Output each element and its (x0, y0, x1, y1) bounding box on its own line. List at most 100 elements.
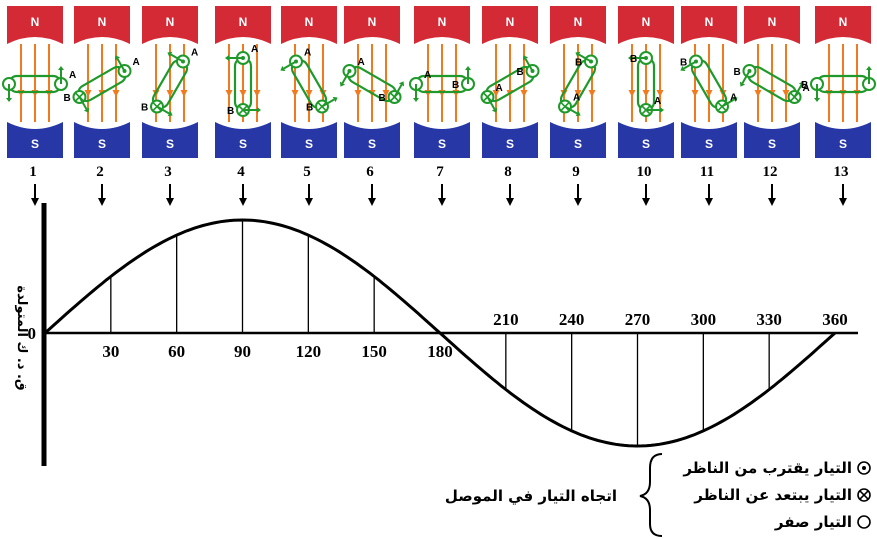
south-pole-label: S (166, 137, 174, 151)
field-arrowhead (691, 90, 699, 97)
field-arrowhead (253, 90, 261, 97)
north-pole-magnet (281, 6, 337, 44)
field-arrowhead (574, 90, 582, 97)
field-arrowhead (112, 90, 120, 97)
emf-curve (44, 218, 836, 448)
north-pole-magnet (618, 6, 674, 44)
coil-end-b-label: B (680, 57, 687, 68)
coil-end-b-label: B (63, 93, 70, 104)
legend-group-label: اتجاه التيار في الموصل (445, 487, 617, 505)
angle-tick-label: 120 (296, 342, 322, 361)
coil-position-panels: NSABNSABNSABNSABNSABNSABNSABNSABNSABNSAB… (0, 6, 876, 158)
south-pole-magnet (550, 122, 606, 158)
north-pole-label: N (705, 15, 714, 29)
force-arrow (321, 98, 335, 108)
angle-tick-label: 240 (559, 310, 585, 329)
coil-end-b-label: B (452, 80, 459, 91)
coil-end-b-label: B (630, 54, 637, 65)
north-pole-magnet (344, 6, 400, 44)
south-pole-label: S (239, 137, 247, 151)
north-pole-magnet (681, 6, 737, 44)
position-index: 9 (572, 164, 580, 180)
position-index: 6 (366, 164, 374, 180)
field-arrowhead (588, 90, 596, 97)
angle-tick-label: 210 (493, 310, 519, 329)
position-index: 4 (237, 164, 245, 180)
force-arrow (683, 60, 697, 70)
south-pole-label: S (368, 137, 376, 151)
north-pole-label: N (506, 15, 515, 29)
south-pole-magnet (344, 122, 400, 158)
north-pole-label: N (438, 15, 447, 29)
angle-tick-label: 60 (168, 342, 185, 361)
field-arrowhead (628, 90, 636, 97)
field-arrowhead (225, 90, 233, 97)
legend: اتجاه التيار في الموصل التيار يقترب من ا… (445, 453, 871, 537)
legend-brace (639, 453, 663, 537)
south-pole-label: S (305, 137, 313, 151)
force-arrow (341, 70, 351, 84)
coil-end-a-label: A (69, 70, 76, 81)
force-arrow (793, 84, 803, 98)
field-arrowhead (166, 90, 174, 97)
north-pole-label: N (166, 15, 175, 29)
dot-circle-icon (857, 461, 871, 475)
position-index: 8 (504, 164, 512, 180)
force-arrow (486, 96, 496, 110)
south-pole-magnet (281, 122, 337, 158)
position-index: 12 (763, 164, 778, 180)
legend-item-receding: التيار يبتعد عن الناظر (693, 486, 871, 504)
field-arrowhead (84, 90, 92, 97)
north-pole-magnet (414, 6, 470, 44)
north-pole-magnet (482, 6, 538, 44)
coil-end-a-label: A (304, 47, 311, 58)
coil-end-b-label: B (306, 103, 313, 114)
south-pole-label: S (31, 137, 39, 151)
north-pole-label: N (642, 15, 651, 29)
force-arrow (578, 53, 592, 63)
south-pole-label: S (839, 137, 847, 151)
coil-end-b-label: B (141, 103, 148, 114)
y-axis-title: ق. د. ك المتولدة (14, 285, 29, 390)
coil-end-a-label: A (654, 96, 661, 107)
south-pole-magnet (142, 122, 198, 158)
legend-item-label: التيار صفر (774, 513, 852, 531)
angle-tick-label: 90 (234, 342, 251, 361)
south-pole-label: S (574, 137, 582, 151)
angle-tick-label: 330 (756, 310, 782, 329)
south-pole-magnet (215, 122, 271, 158)
south-pole-magnet (815, 122, 871, 158)
force-arrow (741, 70, 751, 84)
south-pole-magnet (74, 122, 130, 158)
coil-end-a-label: A (357, 57, 364, 68)
angle-tick-label: 150 (361, 342, 387, 361)
field-arrowhead (705, 90, 713, 97)
angle-tick-label: 270 (625, 310, 651, 329)
south-pole-magnet (618, 122, 674, 158)
coil-end-a-label: A (251, 44, 258, 55)
north-pole-magnet (142, 6, 198, 44)
coil-end-b-label: B (575, 57, 582, 68)
position-index: 11 (700, 164, 714, 180)
coil-end-a-label: A (495, 83, 502, 94)
coil-end-a-label: A (424, 70, 431, 81)
force-arrow (283, 60, 297, 70)
south-pole-label: S (506, 137, 514, 151)
force-arrow (78, 96, 88, 110)
coil-end-b-label: B (733, 67, 740, 78)
north-pole-label: N (574, 15, 583, 29)
coil-end-b-label: B (227, 106, 234, 117)
field-arrowhead (180, 90, 188, 97)
coil-end-b-label: B (801, 80, 808, 91)
north-pole-label: N (839, 15, 848, 29)
coil-end-a-label: A (191, 47, 198, 58)
field-arrowhead (239, 90, 247, 97)
field-arrowhead (291, 90, 299, 97)
